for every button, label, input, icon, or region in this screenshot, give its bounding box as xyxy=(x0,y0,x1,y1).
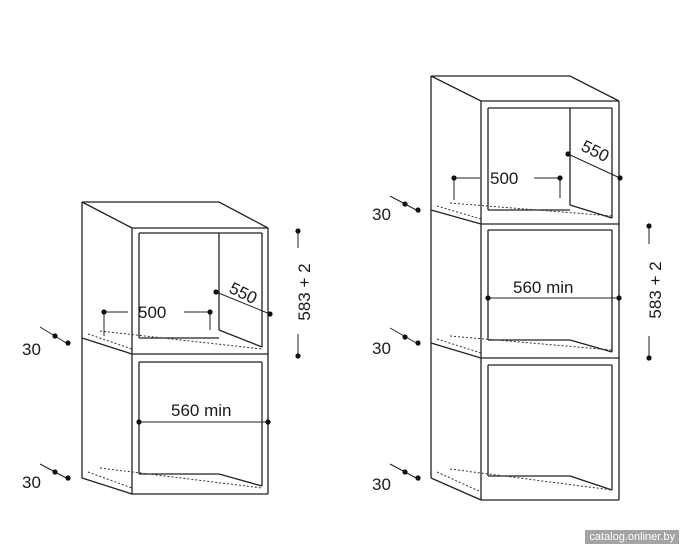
right-height-label: 583 + 2 xyxy=(646,261,665,318)
left-gap-bottom-label: 30 xyxy=(22,473,41,492)
right-width-label: 500 xyxy=(490,169,518,188)
left-cabinet xyxy=(81,201,269,495)
right-gap-bottom-label: 30 xyxy=(372,475,391,494)
watermark: catalog.onliner.by xyxy=(585,530,679,544)
left-gap-top-label: 30 xyxy=(22,340,41,359)
left-dimensions xyxy=(39,228,301,481)
left-niche-label: 560 min xyxy=(171,401,231,420)
right-niche-label: 560 min xyxy=(513,278,573,297)
left-width-label: 500 xyxy=(138,303,166,322)
right-cabinet xyxy=(430,75,620,501)
right-dimensions xyxy=(389,151,652,481)
right-gap-top-label: 30 xyxy=(372,205,391,224)
left-height-label: 583 + 2 xyxy=(295,263,314,320)
left-depth-label: 550 xyxy=(226,279,260,309)
right-gap-mid-label: 30 xyxy=(372,339,391,358)
